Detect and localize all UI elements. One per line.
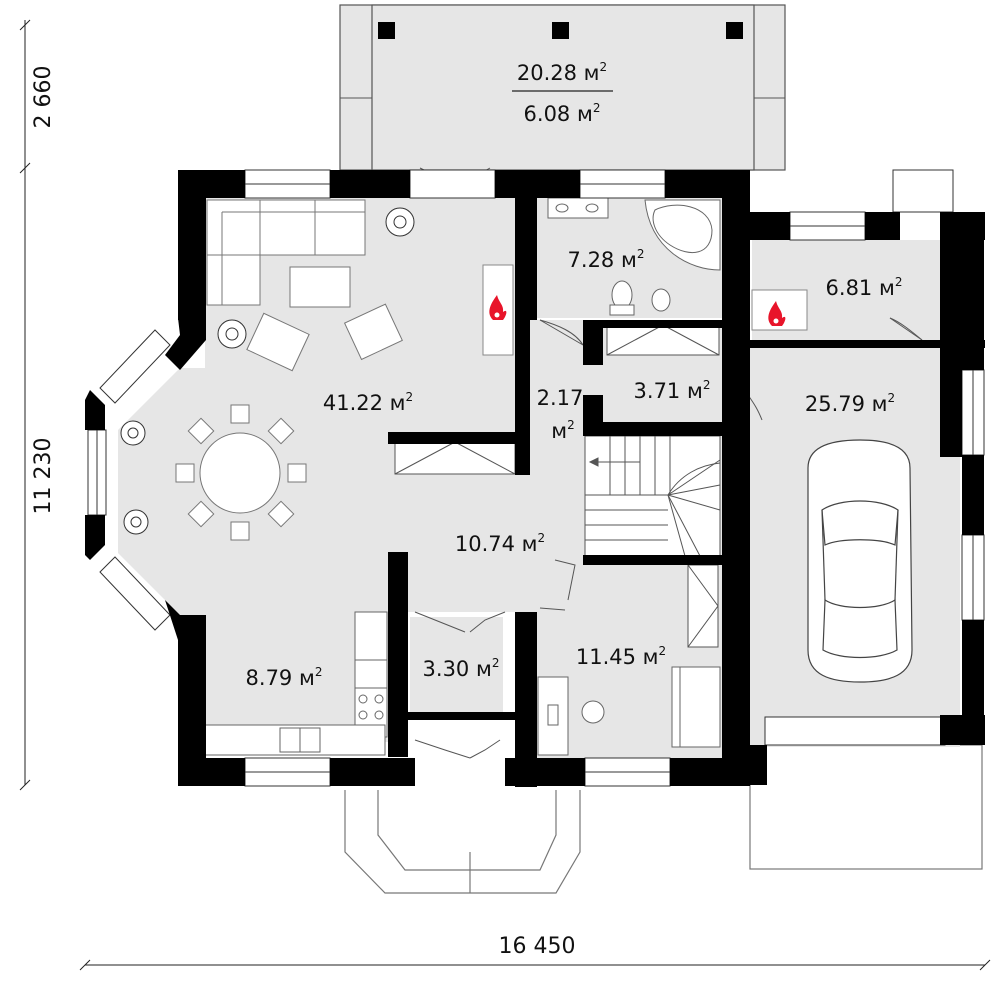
room-label-closet-b: 3.71 м2 bbox=[634, 378, 711, 403]
room-label-terrace: 20.28 м2 bbox=[517, 60, 607, 85]
room-label-hall: 10.74 м2 bbox=[455, 531, 545, 556]
room-label-closet-a: 2.17 bbox=[537, 386, 584, 410]
entrance-porch bbox=[344, 790, 581, 894]
room-label-kitchen: 8.79 м2 bbox=[246, 665, 323, 690]
dimension-bottom: 16 450 bbox=[499, 934, 576, 959]
terrace bbox=[339, 4, 786, 171]
dimension-left-main: 11 230 bbox=[31, 438, 56, 515]
study-furniture bbox=[537, 666, 721, 756]
car-icon bbox=[807, 439, 913, 683]
room-label-living: 41.22 м2 bbox=[323, 390, 413, 415]
living-furniture bbox=[175, 199, 403, 541]
kitchen-fittings bbox=[204, 611, 388, 756]
staircase bbox=[584, 435, 721, 557]
windows bbox=[87, 169, 985, 787]
bathroom-fixtures bbox=[547, 197, 721, 316]
dimension-left-top: 2 660 bbox=[31, 66, 56, 129]
room-label-terrace-inner: 6.08 м2 bbox=[524, 101, 601, 126]
room-label-vestibule: 3.30 м2 bbox=[423, 656, 500, 681]
room-label-bathroom: 7.28 м2 bbox=[568, 247, 645, 272]
room-label-study: 11.45 м2 bbox=[576, 644, 666, 669]
room-label-garage: 25.79 м2 bbox=[805, 391, 895, 416]
room-label-boiler: 6.81 м2 bbox=[826, 275, 903, 300]
room-label-closet-a-unit: м2 bbox=[551, 418, 574, 443]
fireplace-icon bbox=[482, 264, 808, 356]
walls bbox=[85, 170, 985, 787]
plant-icon bbox=[120, 207, 415, 535]
garage-apron bbox=[749, 744, 983, 870]
built-in-closets bbox=[394, 324, 720, 648]
dimension-lines bbox=[19, 19, 991, 971]
